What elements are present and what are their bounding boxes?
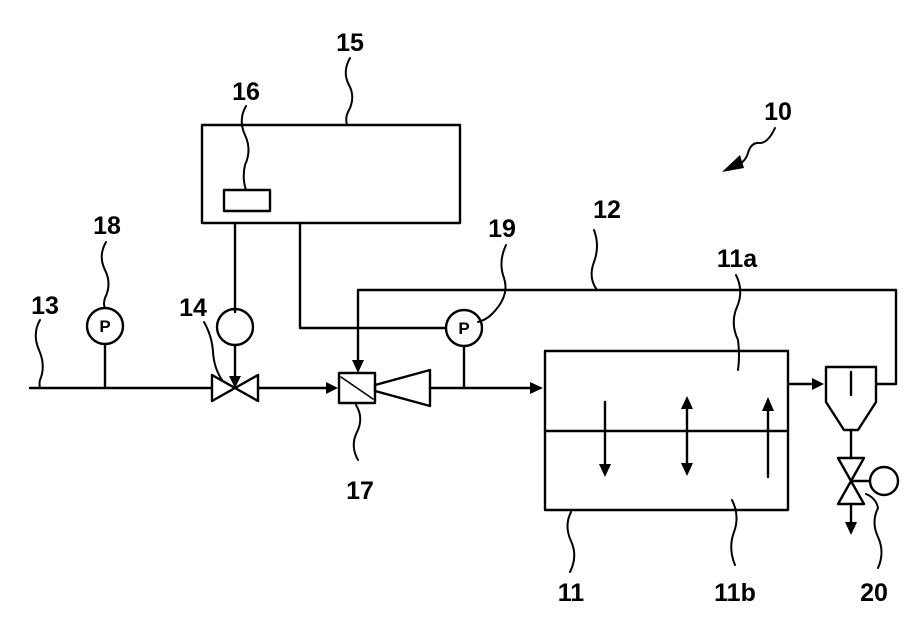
- return-line-arrowhead: [352, 360, 364, 373]
- label-18: 18: [93, 212, 121, 240]
- label-13: 13: [31, 292, 59, 320]
- label-15: 15: [336, 29, 364, 57]
- label-19: 19: [488, 215, 516, 243]
- label-20: 20: [860, 579, 888, 607]
- ejector-diffuser: [375, 370, 430, 406]
- label-14: 14: [179, 294, 207, 322]
- ejector-curve: [341, 377, 373, 399]
- label-11b: 11b: [714, 579, 756, 607]
- controller-module: [224, 190, 270, 211]
- controller-box: [202, 125, 460, 223]
- leader-16: [242, 106, 249, 190]
- return-line: [358, 290, 896, 384]
- leader-10-arrowhead: [722, 155, 744, 172]
- label-10: 10: [764, 98, 792, 126]
- label-16: 16: [232, 78, 260, 106]
- leader-13: [36, 320, 43, 388]
- leader-20: [866, 494, 882, 568]
- leader-12: [592, 230, 597, 290]
- drain-outlet-arrowhead: [845, 522, 857, 535]
- flow-arrow-ejector: [326, 382, 338, 394]
- label-12: 12: [593, 196, 621, 224]
- leader-18: [102, 242, 109, 308]
- signal-line-sensor: [300, 223, 446, 328]
- tank-double-arrowhead-up: [681, 396, 693, 409]
- label-17: 17: [346, 477, 374, 505]
- leader-14: [204, 322, 222, 380]
- leader-19: [478, 245, 506, 322]
- sensor-18-symbol: P: [99, 317, 110, 336]
- leader-11: [568, 512, 575, 572]
- flow-arrow-separator: [812, 378, 824, 390]
- leader-15: [346, 58, 353, 125]
- sensor-19-symbol: P: [458, 319, 469, 338]
- flow-arrow-tank: [530, 382, 543, 394]
- tank-double-arrowhead-down: [681, 463, 693, 476]
- label-11a: 11a: [717, 245, 758, 273]
- valve-actuator: [217, 309, 253, 345]
- leader-17: [354, 405, 361, 460]
- label-11: 11: [558, 579, 585, 607]
- tank-down-arrowhead: [599, 464, 611, 477]
- tank-up-arrowhead: [762, 397, 774, 411]
- drain-valve-actuator: [870, 467, 898, 495]
